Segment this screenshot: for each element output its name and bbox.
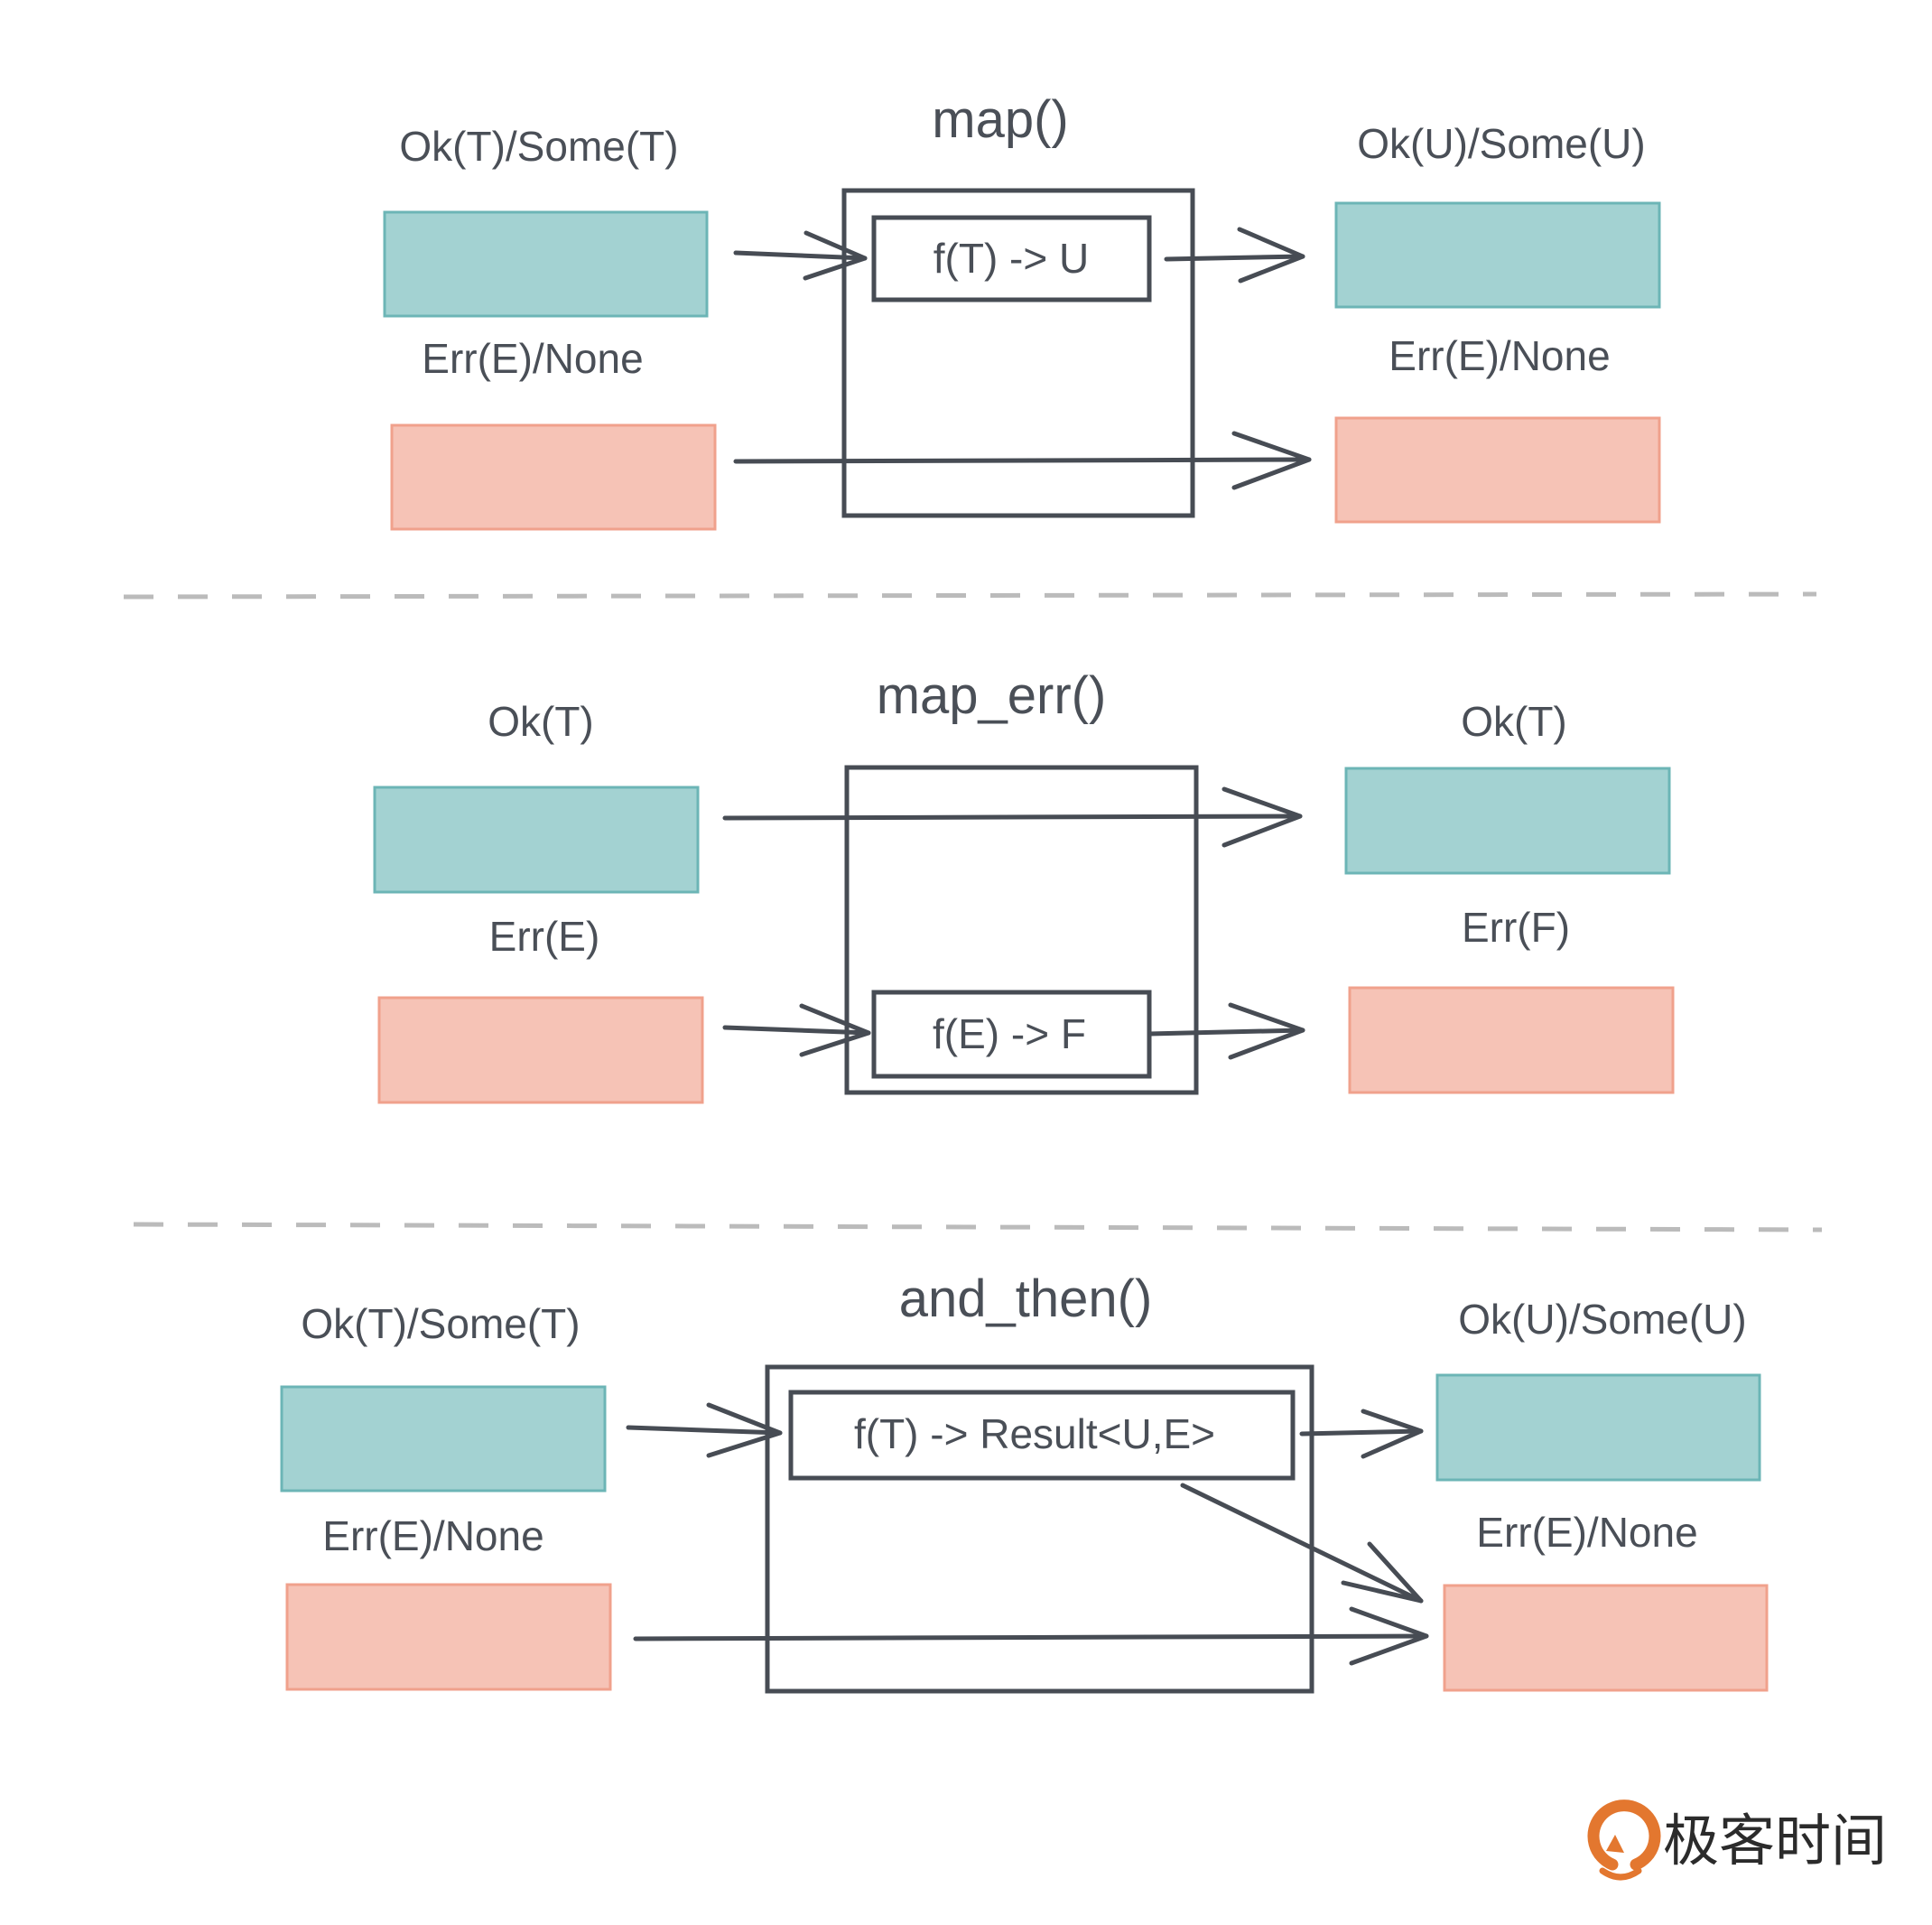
left-err-box xyxy=(377,996,704,1104)
left-ok-box xyxy=(373,786,700,894)
left-err-box xyxy=(390,423,717,531)
logo-text: 极客时间 xyxy=(1663,1808,1887,1874)
geektime-logo-icon xyxy=(1587,1799,1661,1881)
function-label: f(E) -> F xyxy=(933,1010,1086,1057)
right-ok-label: Ok(T) xyxy=(1461,698,1567,745)
inner-function-box xyxy=(871,215,1152,302)
arrow-ok-in xyxy=(733,230,868,281)
left-err-label: Err(E)/None xyxy=(422,335,643,382)
arrow-fn-to-err xyxy=(1180,1483,1424,1604)
left-err-box xyxy=(285,1583,612,1691)
right-ok-label: Ok(U)/Some(U) xyxy=(1458,1296,1746,1343)
logo: 极客时间 xyxy=(1587,1799,1887,1881)
arrow-err-passthrough xyxy=(733,431,1312,490)
left-ok-label: Ok(T)/Some(T) xyxy=(399,123,678,170)
left-ok-label: Ok(T)/Some(T) xyxy=(301,1300,580,1347)
section-title: map() xyxy=(932,90,1068,149)
section-and-then: and_then() Ok(T)/Some(T) Err(E)/None f(T… xyxy=(280,1269,1769,1694)
right-ok-label: Ok(U)/Some(U) xyxy=(1357,120,1645,167)
arrow-err-passthrough xyxy=(633,1606,1429,1666)
function-label: f(T) -> Result<U,E> xyxy=(854,1410,1215,1457)
arrow-ok-out xyxy=(1164,227,1305,284)
left-ok-label: Ok(T) xyxy=(488,698,594,745)
section-map-err: map_err() Ok(T) Err(E) f(E) -> F Ok(T) E… xyxy=(373,666,1675,1104)
arrow-err-out xyxy=(1147,1002,1305,1060)
right-err-label: Err(E)/None xyxy=(1389,332,1610,379)
arrow-ok-in xyxy=(626,1402,783,1458)
outer-function-box xyxy=(841,188,1195,518)
right-err-label: Err(F) xyxy=(1462,904,1570,951)
right-err-box xyxy=(1334,416,1661,524)
section-title: map_err() xyxy=(877,666,1107,725)
outer-function-box xyxy=(844,765,1199,1095)
right-err-label: Err(E)/None xyxy=(1476,1509,1697,1556)
right-ok-box xyxy=(1435,1373,1761,1482)
section-map: map() Ok(T)/Some(T) Err(E)/None f(T) -> … xyxy=(383,90,1661,531)
right-ok-box xyxy=(1334,201,1661,309)
section-separator xyxy=(133,1222,1823,1232)
function-label: f(T) -> U xyxy=(933,235,1089,282)
left-ok-box xyxy=(383,210,709,318)
inner-function-box xyxy=(788,1390,1296,1481)
section-title: and_then() xyxy=(899,1269,1153,1328)
right-ok-box xyxy=(1344,767,1671,875)
right-err-box xyxy=(1348,986,1675,1094)
arrow-err-in xyxy=(722,1003,871,1057)
left-err-label: Err(E)/None xyxy=(322,1512,543,1559)
arrow-ok-passthrough xyxy=(722,786,1303,848)
section-separator xyxy=(123,591,1817,600)
outer-function-box xyxy=(765,1364,1314,1694)
right-err-box xyxy=(1443,1584,1769,1692)
left-err-label: Err(E) xyxy=(489,913,600,960)
left-ok-box xyxy=(280,1385,607,1493)
arrow-ok-out xyxy=(1299,1409,1424,1459)
